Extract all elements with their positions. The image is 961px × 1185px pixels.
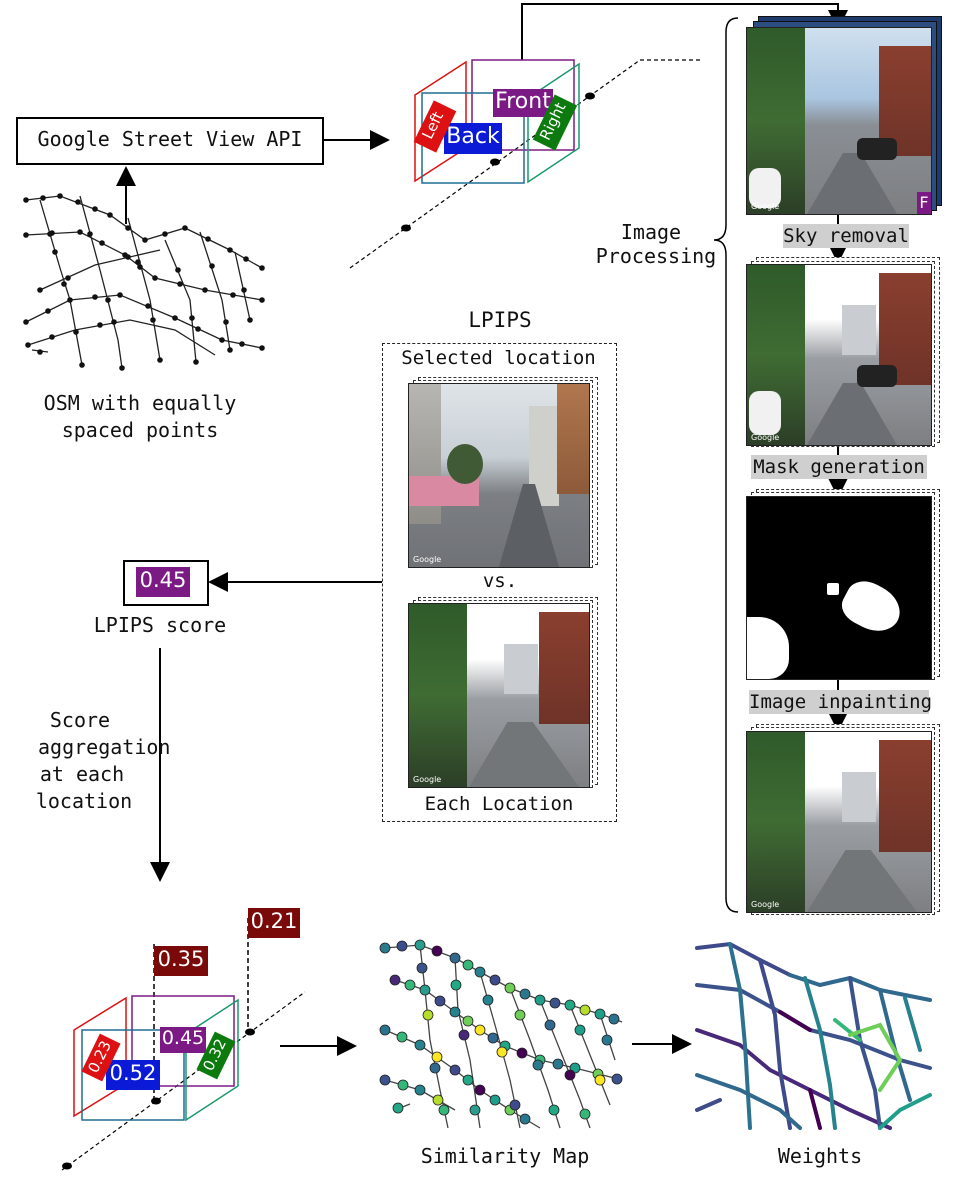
google-street-view-api-label: Google Street View API: [37, 127, 303, 151]
osm-caption-line2: spaced points: [61, 418, 219, 442]
lpips-panel: [382, 343, 617, 822]
lpips-title: LPIPS: [468, 308, 532, 332]
score-tag-052: 0.52: [106, 1060, 160, 1090]
step-mask-generation: Mask generation: [751, 455, 927, 479]
osm-network: [25, 195, 263, 369]
image-processing-line1: Image: [620, 220, 682, 244]
image-processing-line2: Processing: [595, 244, 717, 268]
similarity-map: [379, 939, 623, 1129]
photo-credit-sky: Google: [751, 433, 780, 442]
lpips-vs: vs.: [482, 570, 518, 592]
score-tag-021: 0.21: [248, 908, 300, 938]
street-photo-sky-removed: Google: [746, 264, 932, 446]
lpips-score-label: LPIPS score: [93, 613, 227, 637]
photo-credit-inpainted: Google: [751, 900, 780, 909]
street-photo-raw: Google F: [746, 27, 932, 215]
aggregation-line1: Score: [49, 708, 111, 732]
street-photo-selected: Google: [408, 383, 590, 568]
similarity-map-caption: Similarity Map: [420, 1144, 590, 1168]
weights-map: [695, 941, 932, 1130]
osm-points: [23, 193, 265, 371]
street-photo-each-location: Google: [408, 603, 590, 788]
lpips-score-value: 0.45: [136, 567, 190, 597]
lpips-each-location: Each Location: [424, 793, 574, 815]
step-image-inpainting: Image inpainting: [749, 690, 933, 714]
score-tag-045: 0.45: [160, 1027, 206, 1053]
aggregation-line4: location: [35, 789, 133, 813]
aggregation-line3: at each: [39, 762, 125, 786]
view-back-label: Back: [444, 123, 502, 154]
photo-credit-each: Google: [413, 775, 442, 784]
lpips-selected-location: Selected location: [401, 347, 596, 369]
view-front-label: Front: [493, 89, 553, 117]
step-sky-removal: Sky removal: [783, 224, 909, 248]
front-badge: F: [917, 192, 931, 214]
binary-mask: [746, 496, 932, 680]
aggregation-line2: aggregation: [38, 735, 171, 759]
weights-caption: Weights: [777, 1144, 863, 1168]
osm-caption-line1: OSM with equally: [43, 391, 237, 415]
photo-credit-raw: Google: [751, 202, 780, 211]
google-street-view-api-box: [16, 117, 324, 165]
street-photo-inpainted: Google: [746, 731, 932, 913]
score-tag-035: 0.35: [154, 946, 208, 976]
photo-credit-selected: Google: [413, 555, 442, 564]
processing-brace: [713, 17, 739, 913]
